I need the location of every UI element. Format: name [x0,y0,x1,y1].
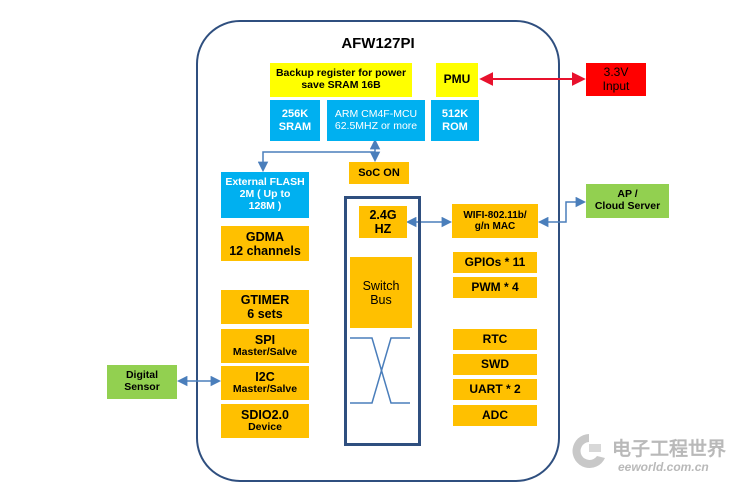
switch-label-2: Bus [370,292,392,307]
sram-label-2: SRAM [278,120,312,133]
pwm-label: PWM * 4 [471,279,519,294]
i2c-label-2: Master/Salve [232,383,298,396]
sdio-label-1: SDIO2.0 [241,408,289,423]
gtimer-label-1: GTIMER [240,293,290,307]
backup-register-block: Backup register for power save SRAM 16B [270,63,412,97]
flash-label-3: 128M ) [248,199,282,212]
spi-label-1: SPI [254,333,276,348]
mcu-flash-arrow [257,151,375,173]
ap-label-2: Cloud Server [594,200,661,212]
gdma-label-2: 12 channels [229,243,301,258]
spi-block: SPI Master/Salve [221,329,309,363]
external-flash-block: External FLASH 2M ( Up to 128M ) [221,172,309,218]
sram-label-1: 256K [281,108,309,121]
adc-label: ADC [482,407,508,422]
switch-bus-frame [344,196,421,446]
sdio-label-2: Device [248,421,282,434]
ap-label-1: AP / [617,188,638,201]
rom-label-1: 512K [441,108,469,121]
switch-bus-block: Switch Bus [350,257,412,328]
mcu-label-1: ARM CM4F-MCU [334,107,418,120]
wifi-label-2: g/n MAC [474,221,516,232]
pwm-block: PWM * 4 [453,277,537,298]
mcu-label-2: 62.5MHZ or more [334,119,418,132]
watermark-cn: 电子工程世界 [612,439,727,460]
sensor-label-1: Digital [125,369,159,382]
backup-label-1: Backup register for power [275,67,407,80]
flash-label-2: 2M ( Up to [239,188,291,201]
flash-label-1: External FLASH [225,176,305,189]
backup-label-2: save SRAM 16B [301,79,381,91]
uart-label: UART * 2 [469,381,521,396]
i2c-label-1: I2C [255,370,275,385]
gdma-label-1: GDMA [245,229,285,244]
radio-2g4-block: 2.4G HZ [359,206,407,238]
hz-label-1: 2.4G [369,208,397,222]
swd-block: SWD [453,354,537,375]
swd-label: SWD [481,356,509,371]
soc-on-block: SoC ON [349,162,409,184]
gpio-block: GPIOs * 11 [453,252,537,273]
rtc-block: RTC [453,329,537,350]
ap-cloud-server-block: AP / Cloud Server [586,184,669,218]
wifi-label-1: WIFI-802.11b/ [463,209,527,221]
soc-on-label: SoC ON [358,166,400,179]
wifi-mac-block: WIFI-802.11b/ g/n MAC [452,204,538,238]
chip-board-outline [196,20,560,482]
adc-block: ADC [453,405,537,426]
watermark-url: eeworld.com.cn [618,460,709,474]
eeworld-logo-icon [572,434,605,468]
sensor-label-2: Sensor [124,381,160,393]
digital-sensor-block: Digital Sensor [107,365,177,399]
switch-label-1: Switch [362,278,400,293]
input-label-2: Input [602,78,630,93]
gdma-block: GDMA 12 channels [221,226,309,261]
i2c-block: I2C Master/Salve [221,366,309,400]
board-title: AFW127PI [341,35,415,52]
mcu-block: ARM CM4F-MCU 62.5MHZ or more [327,100,425,141]
gtimer-label-2: 6 sets [247,307,283,321]
rtc-label: RTC [482,331,508,346]
gpio-label: GPIOs * 11 [464,254,526,269]
pmu-block: PMU [436,63,478,97]
hz-label-2: HZ [374,222,392,236]
pmu-label: PMU [443,72,471,87]
rom-label-2: ROM [442,120,468,133]
power-input-block: 3.3V Input [586,63,646,96]
sram-block: 256K SRAM [270,100,320,141]
input-label-1: 3.3V [603,65,629,80]
rom-block: 512K ROM [431,100,479,141]
gtimer-block: GTIMER 6 sets [221,290,309,324]
wifi-ap-arrow [537,196,587,228]
spi-label-2: Master/Salve [232,346,298,359]
sdio-block: SDIO2.0 Device [221,404,309,438]
switch-cross-line-b [350,337,410,404]
uart-block: UART * 2 [453,379,537,400]
